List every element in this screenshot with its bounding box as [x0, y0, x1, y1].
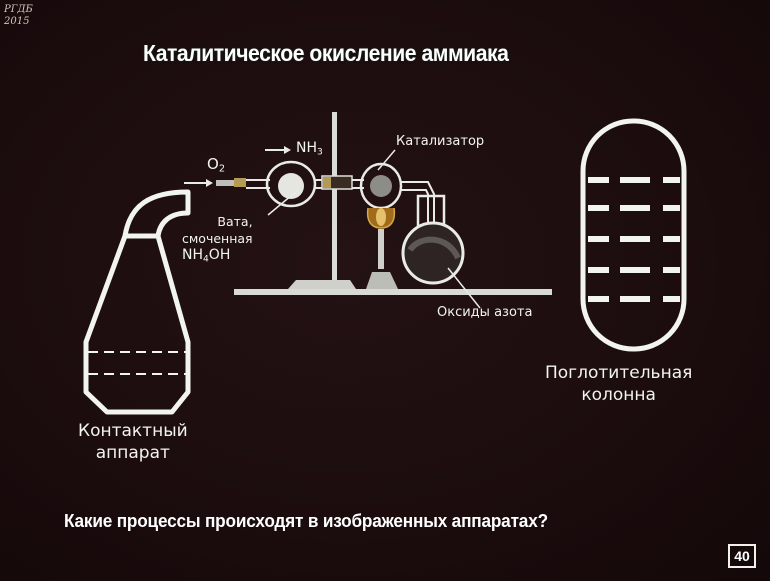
contact-apparatus-line1: Контактный	[78, 421, 188, 441]
cotton-label: Вата, смоченная NH4OH	[182, 213, 253, 268]
watermark-org: РГДБ	[4, 4, 33, 15]
cotton-label-line2: смоченная	[182, 231, 253, 246]
oxygen-label: O2	[207, 155, 226, 175]
slide-number: 40	[728, 544, 756, 568]
lab-apparatus-drawing	[184, 112, 552, 309]
ammonia-label: NH3	[296, 140, 323, 158]
contact-apparatus-label: Контактный аппарат	[78, 420, 188, 464]
cotton-formula: NH4OH	[182, 247, 231, 265]
question-text: Какие процессы происходят в изображенных…	[64, 510, 548, 531]
contact-apparatus-drawing	[83, 189, 191, 415]
watermark-year: 2015	[4, 16, 30, 27]
absorption-column-drawing	[580, 118, 687, 352]
slide-title: Каталитическое окисление аммиака	[143, 40, 509, 66]
absorption-column-label: Поглотительная колонна	[545, 362, 692, 406]
watermark: РГДБ 2015	[4, 4, 33, 28]
nitrogen-oxides-label: Оксиды азота	[437, 305, 533, 320]
contact-apparatus-line2: аппарат	[95, 443, 170, 463]
cotton-label-line1: Вата,	[217, 214, 253, 229]
catalyst-label: Катализатор	[396, 134, 485, 149]
absorption-column-line1: Поглотительная	[545, 363, 693, 383]
absorption-column-line2: колонна	[581, 385, 656, 405]
